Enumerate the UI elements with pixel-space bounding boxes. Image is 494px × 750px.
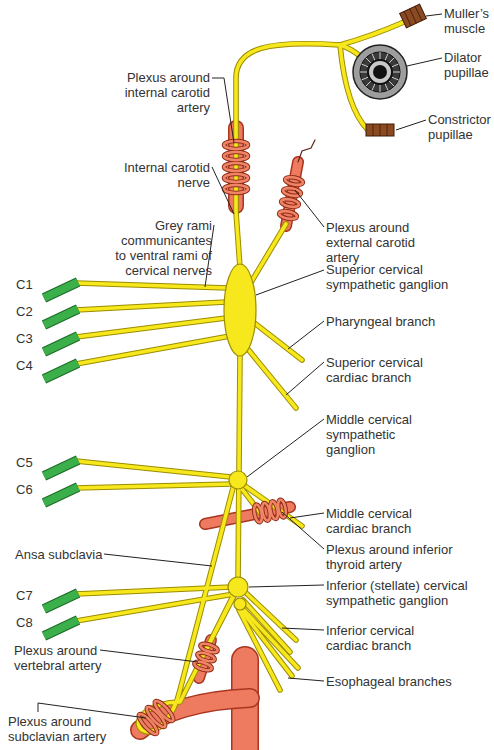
stellate-ganglion bbox=[228, 577, 248, 597]
leader-line bbox=[212, 167, 234, 214]
part-label: Plexus around inferior thyroid artery bbox=[326, 542, 466, 572]
iris-outer bbox=[353, 45, 407, 99]
part-label: C1 bbox=[16, 277, 33, 292]
part-label: Ansa subclavia bbox=[15, 547, 102, 562]
leader-line bbox=[249, 585, 324, 587]
middle-ganglion bbox=[229, 471, 247, 489]
pupil bbox=[373, 65, 387, 79]
part-label: Plexus around subclavian artery bbox=[8, 714, 113, 744]
leader-line bbox=[282, 512, 324, 549]
part-label: Internal carotid nerve bbox=[110, 160, 210, 190]
muscle-block bbox=[366, 124, 394, 136]
part-label: C7 bbox=[16, 588, 33, 603]
dilator-ring bbox=[360, 52, 400, 92]
leader-line bbox=[282, 628, 324, 630]
part-label: Pharyngeal branch bbox=[326, 314, 435, 329]
part-label: Plexus around external carotid artery bbox=[326, 220, 426, 265]
part-label: C6 bbox=[16, 482, 33, 497]
stellate-ganglion-lobe bbox=[234, 598, 246, 610]
dilator-fibres bbox=[360, 52, 400, 92]
part-label: Plexus around vertebral artery bbox=[14, 643, 109, 673]
part-label: C3 bbox=[16, 331, 33, 346]
part-label: Superior cervical cardiac branch bbox=[326, 355, 436, 385]
leader-line bbox=[288, 678, 324, 681]
part-label: Dilator pupillae bbox=[444, 50, 494, 80]
leader-line bbox=[288, 321, 324, 349]
part-label: Superior cervical sympathetic ganglion bbox=[326, 262, 456, 292]
leader-line bbox=[212, 78, 234, 143]
iris bbox=[353, 45, 407, 99]
superior-ganglion bbox=[224, 264, 256, 356]
muscle-fibres bbox=[373, 124, 387, 136]
leader-line bbox=[286, 362, 324, 395]
part-label: Inferior (stellate) cervical sympathetic… bbox=[326, 578, 491, 608]
leader-line bbox=[290, 513, 324, 518]
leader-lines bbox=[38, 14, 442, 718]
part-label: Grey rami communicantes to ventral rami … bbox=[112, 218, 212, 278]
leader-line bbox=[407, 58, 442, 66]
part-label: Constrictor pupillae bbox=[428, 112, 494, 142]
leader-line bbox=[247, 419, 324, 477]
part-label: C4 bbox=[16, 358, 33, 373]
part-label: Plexus around internal carotid artery bbox=[110, 70, 210, 115]
arterial-twigs bbox=[298, 140, 315, 162]
sphincter-ring bbox=[368, 60, 392, 84]
muscle-block bbox=[400, 4, 427, 28]
ventral-ramus-stub bbox=[44, 282, 78, 636]
part-label: C5 bbox=[16, 455, 33, 470]
leader-line bbox=[295, 190, 324, 227]
mullers-muscle bbox=[400, 4, 427, 28]
part-label: Inferior cervical cardiac branch bbox=[326, 623, 436, 653]
constrictor-muscle bbox=[366, 124, 394, 136]
part-label: Middle cervical cardiac branch bbox=[326, 506, 426, 536]
part-label: C2 bbox=[16, 304, 33, 319]
part-label: C8 bbox=[16, 615, 33, 630]
muscle-fibres bbox=[404, 6, 422, 26]
leader-line bbox=[396, 120, 426, 130]
leader-line bbox=[426, 14, 442, 16]
part-label: Esophageal branches bbox=[326, 674, 452, 689]
part-label: Muller’s muscle bbox=[444, 6, 494, 36]
leader-line bbox=[104, 554, 212, 566]
part-label: Middle cervical sympathetic ganglion bbox=[326, 412, 426, 457]
ramus-outline bbox=[44, 282, 78, 636]
leader-line bbox=[100, 650, 198, 662]
leader-line bbox=[256, 270, 324, 295]
